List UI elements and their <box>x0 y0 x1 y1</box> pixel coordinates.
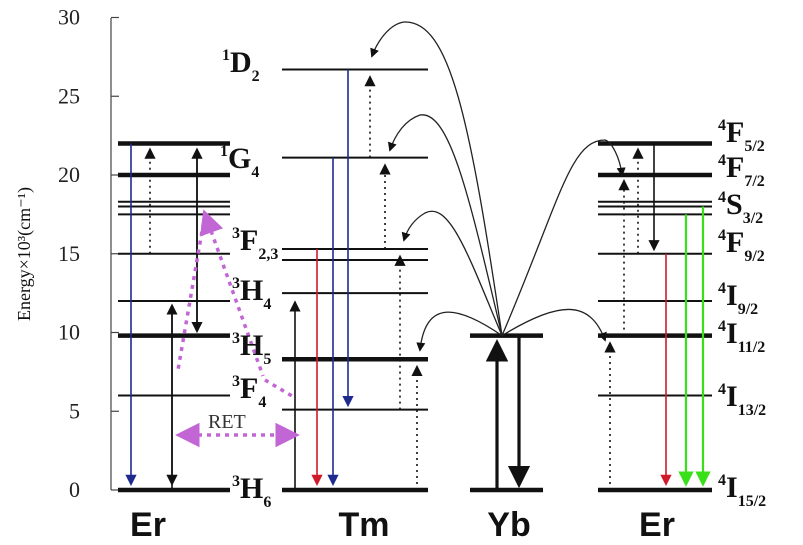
y-tick-label: 25 <box>58 83 80 108</box>
transfer-to-tm-d2 <box>370 21 503 336</box>
er-term-label: 4I13/2 <box>718 380 766 419</box>
y-tick-label: 5 <box>69 398 80 423</box>
transfer-to-tm-g4 <box>387 114 503 336</box>
ion-label-er-left: Er <box>130 506 166 544</box>
y-tick-label: 0 <box>69 477 80 502</box>
transfer-to-er-i112 <box>501 308 607 342</box>
y-axis: 0 5 10 15 20 25 30 Energy×10³(cm⁻¹) <box>14 5 119 502</box>
er-term-label: 4F5/2 <box>718 116 765 155</box>
tm-term-label: 3H4 <box>232 274 271 313</box>
er-term-label: 4F7/2 <box>718 151 765 190</box>
transfer-to-tm-f23 <box>401 210 503 336</box>
er-term-label: 4F9/2 <box>718 226 765 265</box>
tm-term-label: 3F2,3 <box>232 224 278 263</box>
ion-labels: Er Tm Yb Er <box>130 506 675 544</box>
cross-relaxation-tm <box>200 209 265 377</box>
tm-term-label: 1D2 <box>222 46 260 85</box>
transfer-to-er-f72 <box>501 139 626 336</box>
tm-term-label: 3H6 <box>232 472 271 511</box>
er-term-label: 4I11/2 <box>718 317 765 356</box>
tm-term-label: 3F4 <box>232 372 266 411</box>
y-axis-ticks: 0 5 10 15 20 25 30 <box>58 5 119 502</box>
er-term-label: 4S3/2 <box>718 188 763 227</box>
ret-label: RET <box>208 411 246 433</box>
term-labels: 3H6 3F4 3H5 3H4 3F2,3 1G4 1D2 4F5/24F7/24S3/24F… <box>220 46 766 511</box>
energy-transfer-curves <box>370 21 626 352</box>
y-tick-label: 30 <box>58 5 80 30</box>
er-term-label: 4I15/2 <box>718 471 766 510</box>
transfer-to-tm-h5 <box>416 311 503 352</box>
y-tick-label: 15 <box>58 241 80 266</box>
tm-term-label: 3H5 <box>232 329 271 368</box>
cross-relaxation-tail <box>264 378 293 398</box>
tm-term-label: 1G4 <box>220 142 259 181</box>
er-term-label: 4I9/2 <box>718 279 758 318</box>
ion-label-er-right: Er <box>639 506 675 544</box>
transitions <box>125 69 711 490</box>
y-tick-label: 20 <box>58 162 80 187</box>
ion-label-yb: Yb <box>487 506 530 544</box>
ion-label-tm: Tm <box>339 506 390 544</box>
y-axis-label: Energy×10³(cm⁻¹) <box>14 187 35 321</box>
y-tick-label: 10 <box>58 320 80 345</box>
cross-relaxation-er <box>176 213 207 371</box>
